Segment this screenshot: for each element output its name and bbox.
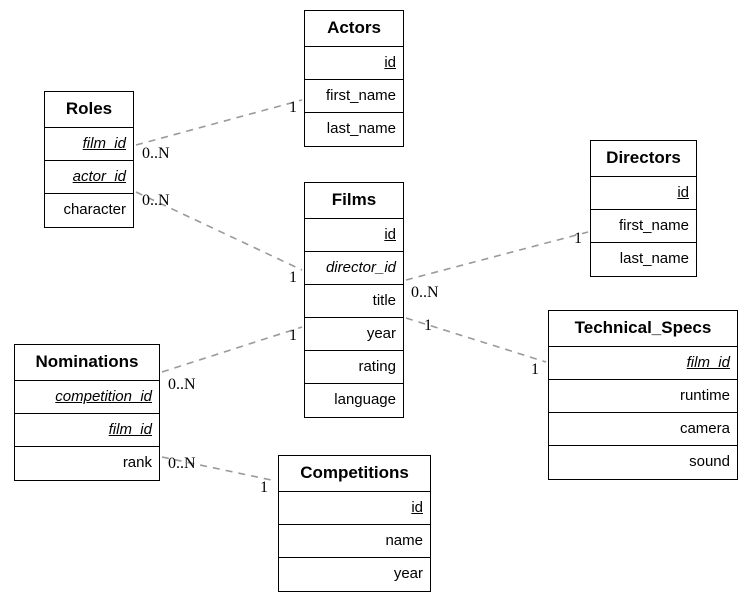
entity-title-actors: Actors: [305, 11, 403, 47]
attribute-nominations-film_id[interactable]: film_id: [15, 414, 159, 447]
entity-title-directors: Directors: [591, 141, 696, 177]
cardinality-label-nominations-comps-near: 0..N: [168, 455, 196, 472]
attribute-competitions-name[interactable]: name: [279, 525, 430, 558]
cardinality-label-roles-films-near: 0..N: [142, 192, 170, 209]
attribute-label: last_name: [619, 250, 689, 267]
attribute-actors-last_name[interactable]: last_name: [305, 113, 403, 146]
attribute-label: id: [411, 499, 423, 516]
attribute-label: language: [334, 391, 396, 408]
cardinality-label-films-directors-far: 1: [574, 230, 582, 247]
attribute-label: id: [677, 184, 689, 201]
attribute-technical_specs-runtime[interactable]: runtime: [549, 380, 737, 413]
attribute-directors-last_name[interactable]: last_name: [591, 243, 696, 276]
entity-directors[interactable]: Directors id first_name last_name: [590, 140, 697, 277]
attribute-technical_specs-sound[interactable]: sound: [549, 446, 737, 479]
attribute-roles-actor_id[interactable]: actor_id: [45, 161, 133, 194]
relationship-line-roles-actors: [135, 99, 303, 146]
attribute-label: title: [372, 292, 396, 309]
cardinality-label-nominations-films-far: 1: [289, 327, 297, 344]
attribute-label: sound: [689, 453, 730, 470]
attribute-films-language[interactable]: language: [305, 384, 403, 417]
entity-title-technical_specs: Technical_Specs: [549, 311, 737, 347]
cardinality-label-nominations-films-near: 0..N: [168, 376, 196, 393]
attribute-actors-first_name[interactable]: first_name: [305, 80, 403, 113]
attribute-label: last_name: [326, 120, 396, 137]
attribute-label: id: [384, 226, 396, 243]
attribute-films-rating[interactable]: rating: [305, 351, 403, 384]
attribute-label: runtime: [679, 387, 730, 404]
attribute-label: rating: [358, 358, 396, 375]
attribute-technical_specs-film_id[interactable]: film_id: [549, 347, 737, 380]
attribute-label: first_name: [325, 87, 396, 104]
attribute-competitions-year[interactable]: year: [279, 558, 430, 591]
cardinality-label-films-specs-far: 1: [531, 361, 539, 378]
entity-roles[interactable]: Roles film_id actor_id character: [44, 91, 134, 228]
cardinality-label-roles-actors-far: 1: [289, 99, 297, 116]
attribute-roles-film_id[interactable]: film_id: [45, 128, 133, 161]
entity-actors[interactable]: Actors id first_name last_name: [304, 10, 404, 147]
attribute-films-id[interactable]: id: [305, 219, 403, 252]
entity-title-roles: Roles: [45, 92, 133, 128]
entity-competitions[interactable]: Competitions id name year: [278, 455, 431, 592]
attribute-label: rank: [122, 454, 152, 471]
attribute-label: film_id: [686, 354, 730, 371]
attribute-label: competition_id: [55, 388, 152, 405]
cardinality-label-films-specs-near: 1: [424, 317, 432, 334]
attribute-label: year: [366, 325, 396, 342]
cardinality-label-films-directors-near: 0..N: [411, 284, 439, 301]
attribute-label: actor_id: [72, 168, 126, 185]
attribute-label: year: [393, 565, 423, 582]
entity-title-competitions: Competitions: [279, 456, 430, 492]
attribute-films-title[interactable]: title: [305, 285, 403, 318]
attribute-label: director_id: [325, 259, 396, 276]
attribute-directors-id[interactable]: id: [591, 177, 696, 210]
attribute-label: film_id: [82, 135, 126, 152]
attribute-label: film_id: [108, 421, 152, 438]
attribute-label: character: [63, 201, 126, 218]
cardinality-label-roles-actors-near: 0..N: [142, 145, 170, 162]
attribute-competitions-id[interactable]: id: [279, 492, 430, 525]
cardinality-label-roles-films-far: 1: [289, 269, 297, 286]
cardinality-label-nominations-comps-far: 1: [260, 479, 268, 496]
attribute-technical_specs-camera[interactable]: camera: [549, 413, 737, 446]
attribute-nominations-competition_id[interactable]: competition_id: [15, 381, 159, 414]
attribute-label: name: [385, 532, 423, 549]
attribute-directors-first_name[interactable]: first_name: [591, 210, 696, 243]
attribute-roles-character[interactable]: character: [45, 194, 133, 227]
attribute-label: first_name: [618, 217, 689, 234]
entity-title-films: Films: [305, 183, 403, 219]
entity-title-nominations: Nominations: [15, 345, 159, 381]
attribute-films-year[interactable]: year: [305, 318, 403, 351]
relationship-line-nominations-films: [161, 326, 303, 373]
attribute-actors-id[interactable]: id: [305, 47, 403, 80]
attribute-nominations-rank[interactable]: rank: [15, 447, 159, 480]
attribute-films-director_id[interactable]: director_id: [305, 252, 403, 285]
relationship-line-films-directors: [405, 231, 589, 281]
attribute-label: camera: [679, 420, 730, 437]
attribute-label: id: [384, 54, 396, 71]
